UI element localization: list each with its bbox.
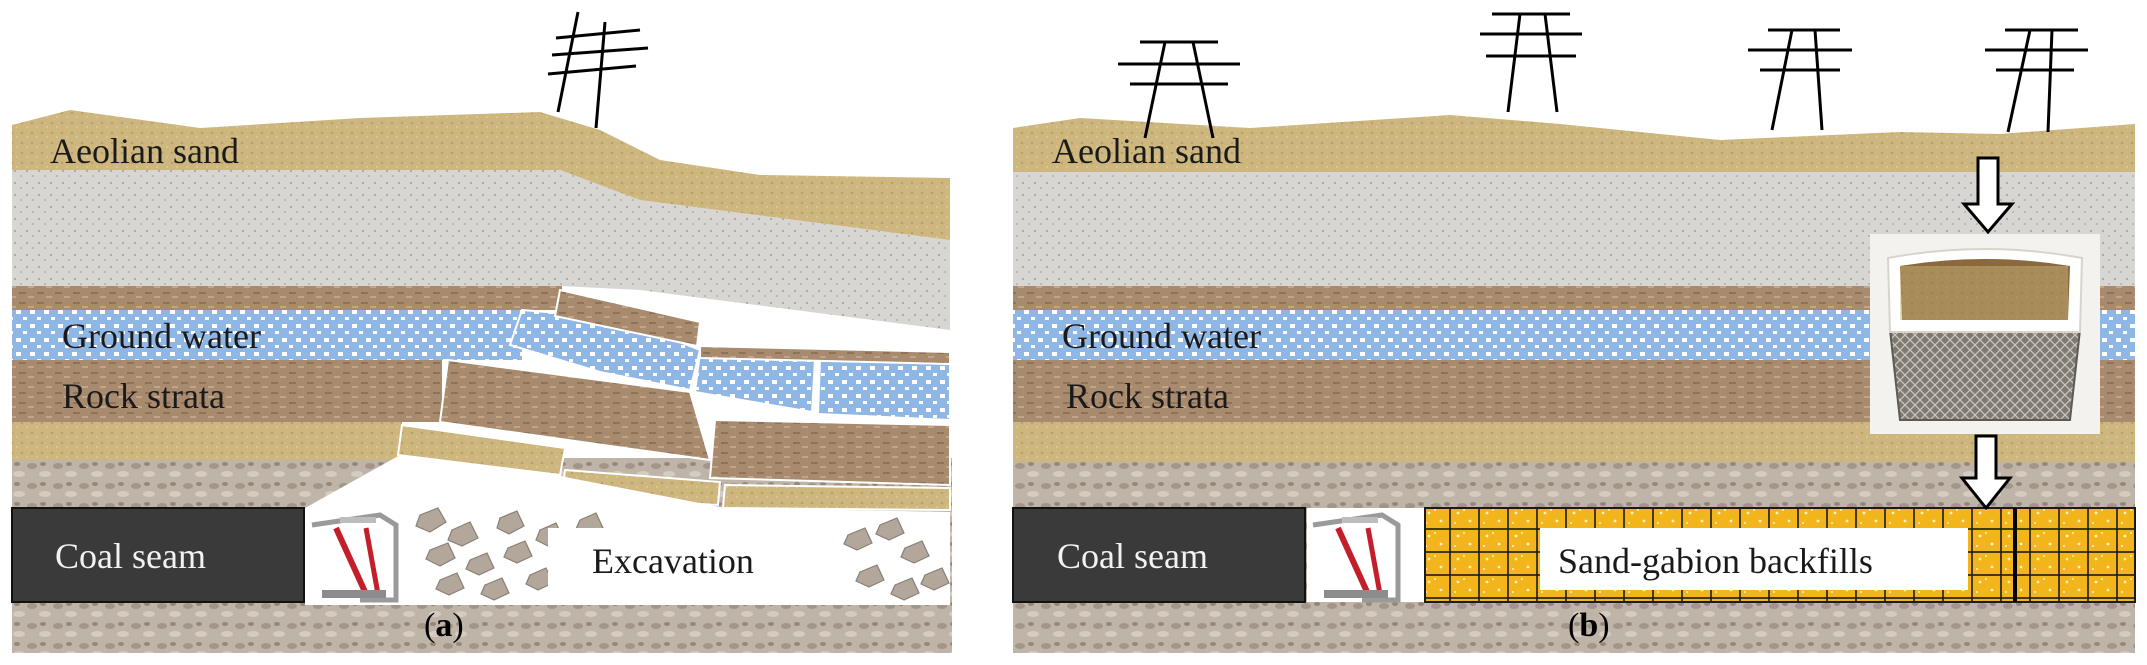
hydraulic-support-icon: [306, 508, 406, 603]
power-pylon-icon: [1118, 40, 1240, 139]
excavation-label-box: [548, 528, 838, 590]
subsided-rock-block: [699, 344, 951, 366]
ground-water-label-a: Ground water: [62, 316, 261, 356]
rock-strata-label-b: Rock strata: [1066, 376, 1229, 416]
panel-a-caption: (a): [424, 607, 464, 644]
down-arrow-icon: [1958, 434, 2014, 511]
ground-water-layer: [12, 310, 522, 360]
coal-seam: [11, 507, 305, 603]
subsided-rock-block: [708, 418, 951, 487]
down-arrow-icon: [1960, 156, 2016, 235]
power-pylon-icon: [1985, 28, 2088, 133]
subsided-sand-block: [396, 423, 567, 477]
coal-seam-label-a: Coal seam: [55, 536, 206, 576]
hydraulic-support-icon: [1307, 508, 1425, 603]
panel-a: [11, 11, 952, 653]
aeolian-sand-layer: [12, 110, 950, 240]
aeolian-sand-label-b: Aeolian sand: [1052, 131, 1241, 171]
power-pylon-icon: [547, 11, 649, 129]
subsided-water-block: [816, 358, 951, 422]
backfill-label-box: [1540, 528, 1968, 590]
panel-a-letter: a: [435, 607, 452, 644]
rock-band-upper: [12, 286, 562, 310]
aeolian-sand-label-a: Aeolian sand: [50, 131, 239, 171]
power-pylon-icon: [1748, 28, 1852, 131]
rock-strata-label-a: Rock strata: [62, 376, 225, 416]
ground-water-label-b: Ground water: [1062, 316, 1261, 356]
coal-seam-label-b: Coal seam: [1057, 536, 1208, 576]
rock-strata-layer: [12, 360, 442, 422]
subsided-rock-block: [553, 288, 702, 348]
panel-b: [1012, 12, 2136, 653]
sand-gabion-photo: [1870, 234, 2100, 434]
aeolian-sand-layer: [1013, 115, 2135, 172]
caved-rock-fragments: [415, 507, 950, 601]
excavation-label: Excavation: [592, 541, 754, 581]
power-pylon-icon: [1480, 12, 1582, 113]
sand-gabion-backfills-label: Sand-gabion backfills: [1558, 541, 1873, 581]
coal-seam: [1012, 507, 1306, 603]
sand-band: [12, 420, 402, 460]
subsided-rock-block: [438, 358, 712, 462]
subsided-sand-block: [721, 483, 951, 512]
gray-sandstone-layer: [12, 170, 950, 330]
panel-b-caption: (b): [1568, 607, 1610, 644]
panel-b-letter: b: [1579, 607, 1598, 644]
